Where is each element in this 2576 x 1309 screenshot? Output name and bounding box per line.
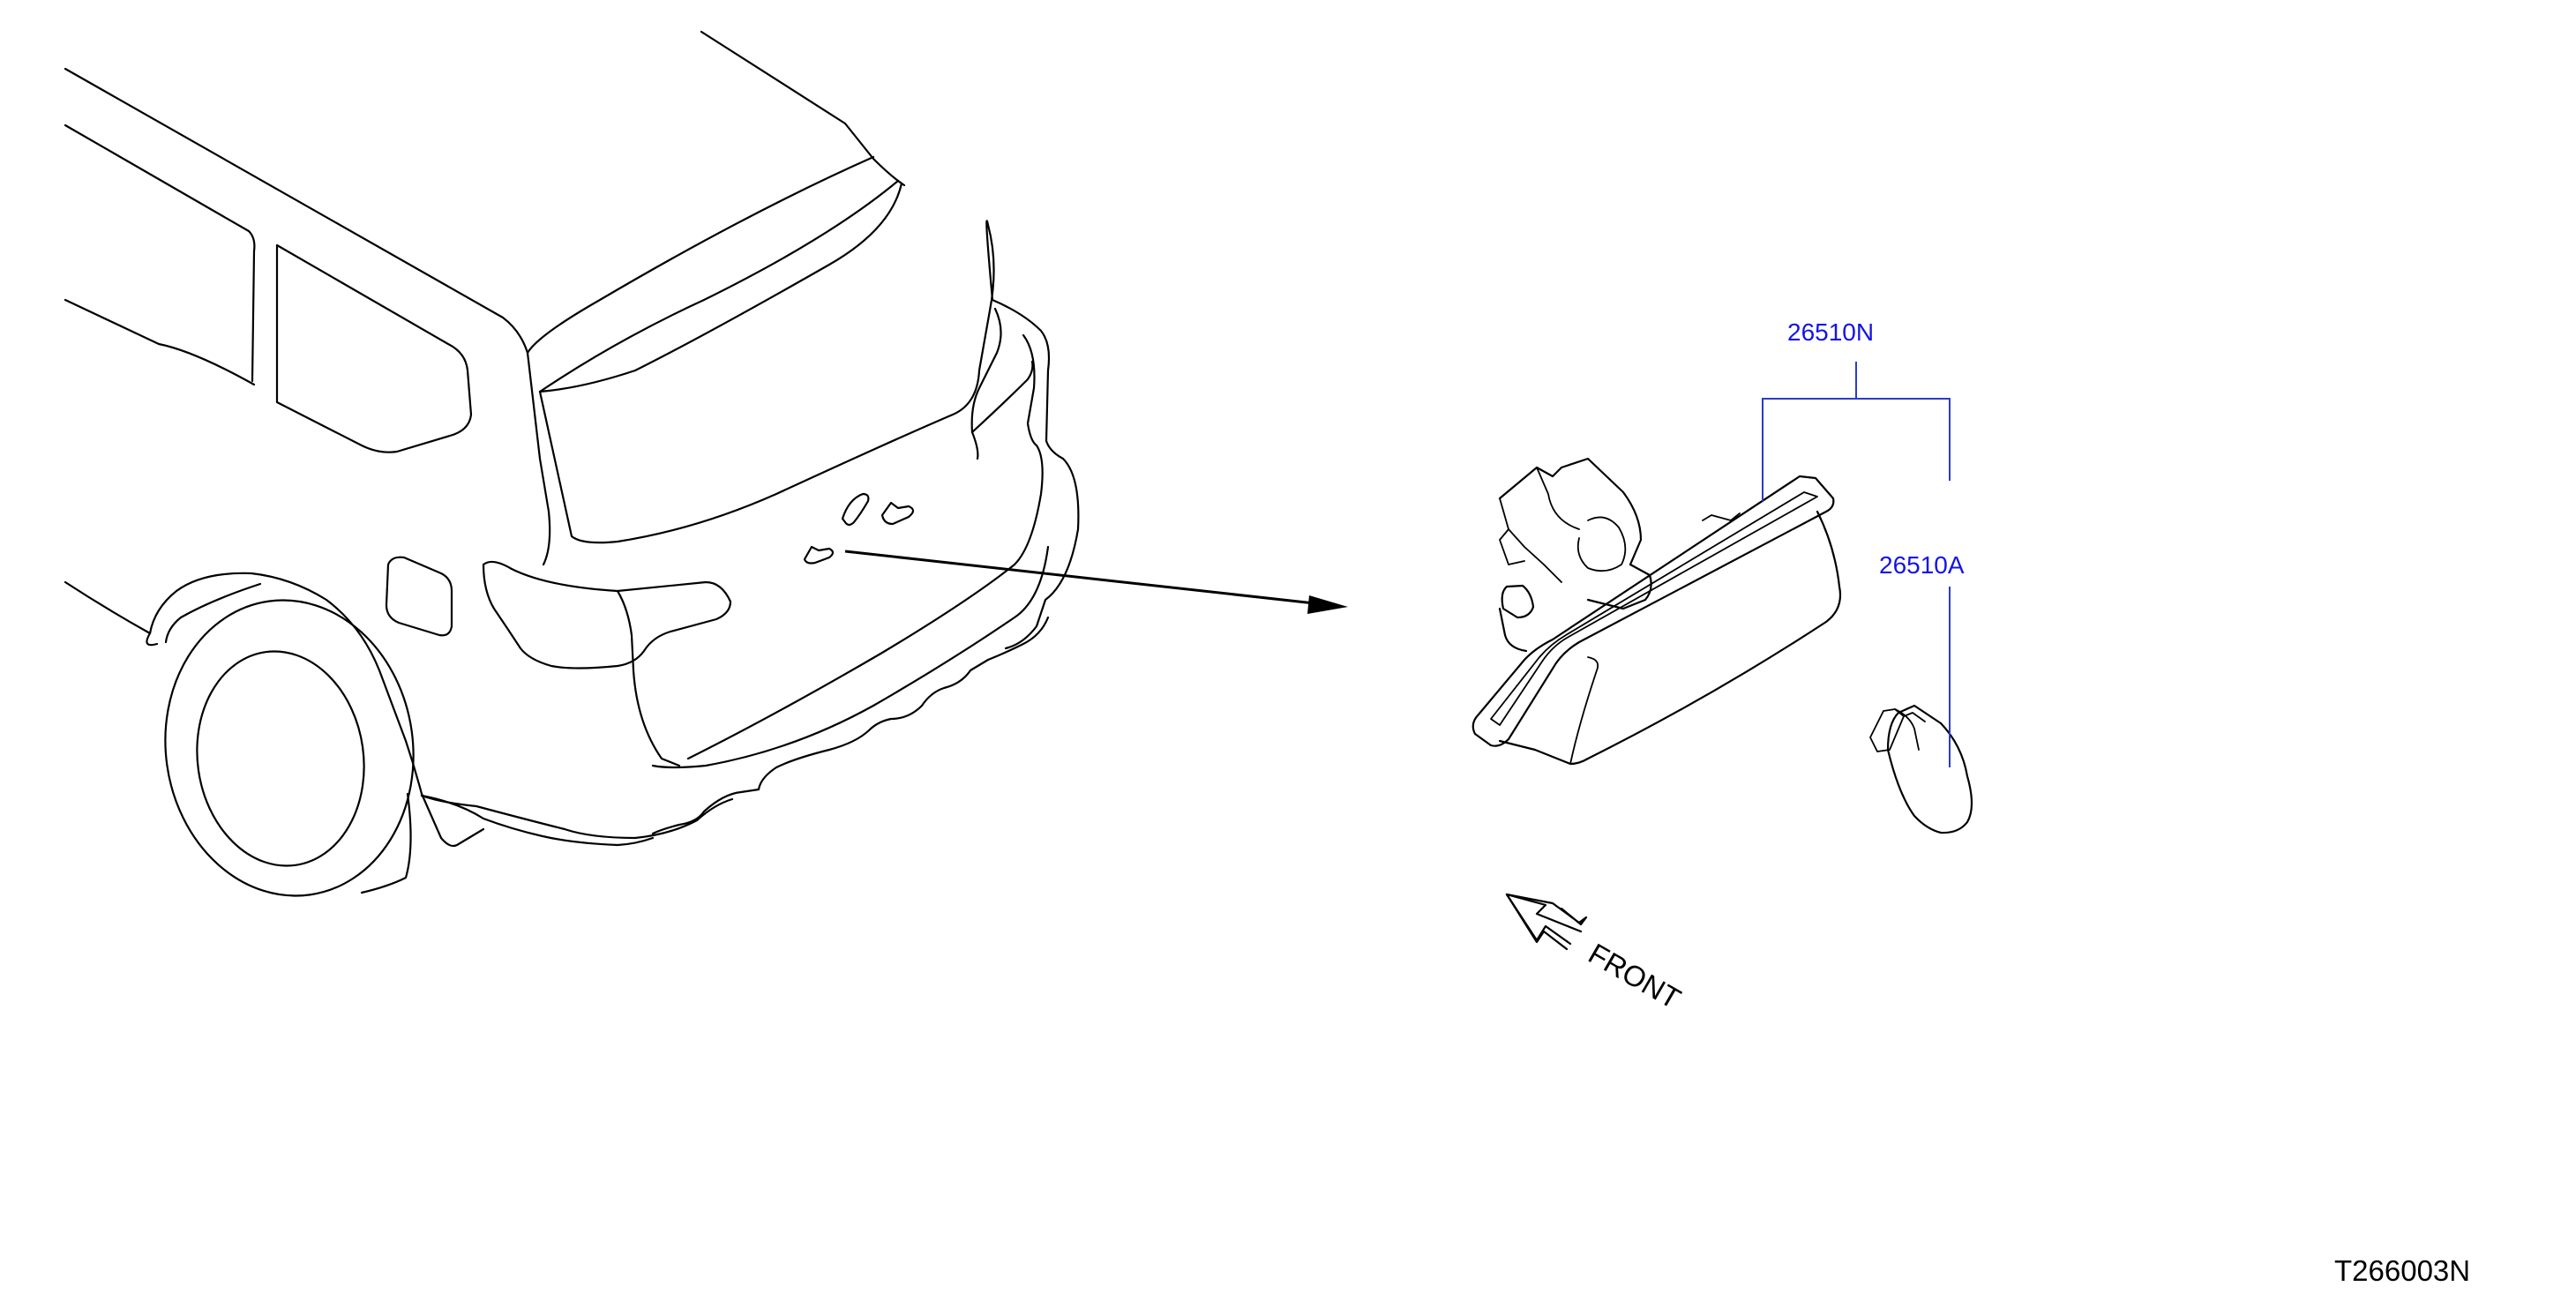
lamp-lens <box>1498 510 1842 766</box>
roof-spoiler <box>700 30 906 187</box>
lamp-frame-outer <box>1471 475 1835 747</box>
tire <box>164 599 415 897</box>
bulb-neck <box>1894 708 1920 751</box>
housing-tab <box>1702 512 1741 521</box>
side-window <box>275 243 473 453</box>
connector-clip <box>1499 528 1525 565</box>
rim <box>196 650 365 867</box>
lens-edge <box>1569 656 1599 765</box>
pointer-arrow-icon <box>844 550 1348 614</box>
rear-pillar <box>991 298 1080 650</box>
lamp-housing-left <box>1498 607 1528 653</box>
wheel-arch-line <box>164 582 262 644</box>
emblem-mark-1 <box>841 492 870 527</box>
wheel-arch <box>64 572 423 796</box>
lamp-connector <box>1498 457 1652 610</box>
connector-detail-1 <box>1499 497 1562 583</box>
callout-leaders <box>1762 362 1951 767</box>
wheel-arch-inner <box>146 632 159 647</box>
connector-detail-3 <box>1576 516 1627 572</box>
roof-line <box>64 67 529 355</box>
tailgate-inner-curve <box>970 307 1002 460</box>
spoiler-lower <box>526 155 875 355</box>
tail-lamp <box>482 560 732 669</box>
front-direction-arrow-icon <box>1505 893 1588 951</box>
body-lower-line <box>526 351 551 566</box>
bumper-lower <box>651 616 1050 835</box>
lamp-frame-inner <box>1490 491 1818 726</box>
tail-lamp-divider <box>616 589 681 767</box>
tailgate-edge <box>686 333 1044 760</box>
rear-bumper <box>651 545 1050 769</box>
bulb <box>1869 704 1973 834</box>
rear-window-top <box>538 179 900 393</box>
callout-26510A[interactable]: 26510A <box>1879 551 1965 579</box>
rear-window <box>538 182 995 544</box>
upper-body-line <box>64 123 256 383</box>
body-side-line <box>64 298 256 386</box>
bulb-neck-2 <box>1903 712 1926 722</box>
leader-26510N <box>1762 398 1951 501</box>
callout-26510N[interactable]: 26510N <box>1787 318 1874 346</box>
emblem-mark-2 <box>880 501 915 526</box>
tire-back-edge <box>360 792 412 894</box>
connector-detail-2 <box>1536 467 1580 530</box>
license-lamp-assembly <box>1471 457 1842 766</box>
rear-light-notch <box>970 360 1034 434</box>
mudflap <box>420 792 485 848</box>
bumper-front-edge <box>420 794 734 840</box>
license-lamp-location <box>803 545 835 565</box>
bumper-bottom <box>420 794 655 847</box>
lamp-latch <box>1501 584 1535 619</box>
fuel-door <box>385 556 453 637</box>
front-label: FRONT <box>1584 937 1687 1015</box>
diagram-code: T266003N <box>2334 1254 2470 1287</box>
vehicle-illustration <box>64 30 1080 897</box>
bulb-glass <box>1886 704 1973 834</box>
